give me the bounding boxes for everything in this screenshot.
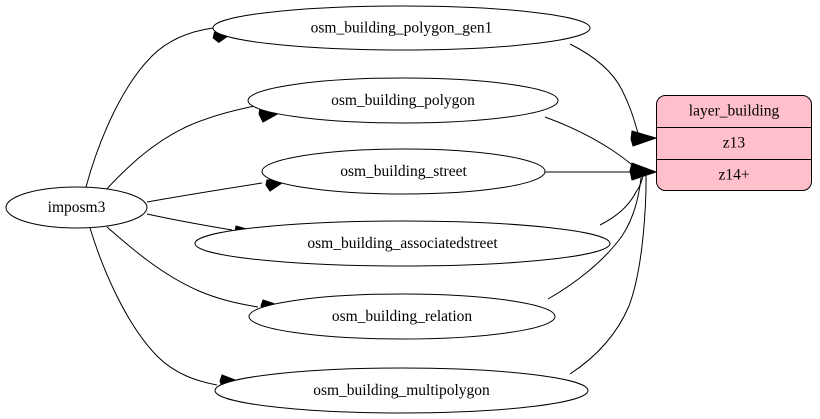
edge-osm_building_associatedstreet-to-layer-z14	[599, 174, 644, 226]
node-osm_building_polygon_gen1-label: osm_building_polygon_gen1	[311, 20, 493, 37]
node-imposm3-shape[interactable]	[5, 186, 148, 229]
node-osm_building_associatedstreet-label: osm_building_associatedstreet	[307, 235, 498, 252]
node-osm_building_polygon_gen1[interactable]: osm_building_polygon_gen1	[212, 5, 591, 51]
node-osm_building_street-label: osm_building_street	[340, 163, 467, 180]
node-layer_building-shape[interactable]	[656, 95, 812, 191]
node-osm_building_polygon-label: osm_building_polygon	[331, 92, 475, 109]
node-osm_building_polygon-shape[interactable]	[247, 77, 559, 124]
edge-osm_building_polygon_gen1-to-layer-z13	[569, 43, 658, 147]
edge-group-tables-to-layer	[544, 43, 658, 375]
node-osm_building_associatedstreet[interactable]: osm_building_associatedstreet	[194, 220, 611, 267]
edge-osm_building_polygon-to-layer-z14	[544, 116, 658, 181]
edge-imposm3-to-osm_building_polygon	[103, 105, 283, 193]
node-osm_building_street-shape[interactable]	[261, 148, 546, 195]
edge-imposm3-to-osm_building_street	[146, 178, 290, 203]
node-osm_building_multipolygon[interactable]: osm_building_multipolygon	[214, 367, 589, 414]
layer_building-z13-label: z13	[723, 135, 746, 152]
layer_building-title-label: layer_building	[689, 103, 780, 120]
edge-imposm3-to-osm_building_polygon_gen1	[85, 27, 234, 188]
edge-osm_building_relation-to-layer-z14	[547, 177, 642, 300]
node-osm_building_relation-label: osm_building_relation	[332, 308, 473, 325]
node-imposm3-label: imposm3	[48, 199, 106, 216]
node-osm_building_multipolygon-shape[interactable]	[214, 367, 589, 414]
node-osm_building_associatedstreet-shape[interactable]	[194, 220, 611, 267]
node-osm_building_street[interactable]: osm_building_street	[261, 148, 546, 195]
node-osm_building_polygon_gen1-shape[interactable]	[212, 5, 591, 51]
edge-osm_building_multipolygon-to-layer-z14	[569, 176, 647, 375]
node-osm_building_multipolygon-label: osm_building_multipolygon	[313, 382, 490, 399]
node-osm_building_polygon[interactable]: osm_building_polygon	[247, 77, 559, 124]
layer_building-z14plus-label: z14+	[718, 167, 749, 184]
node-osm_building_relation-shape[interactable]	[248, 293, 556, 340]
node-osm_building_relation[interactable]: osm_building_relation	[248, 293, 556, 340]
node-imposm3[interactable]: imposm3	[5, 186, 148, 229]
node-layer_building[interactable]: layer_building z13 z14+	[656, 95, 812, 191]
